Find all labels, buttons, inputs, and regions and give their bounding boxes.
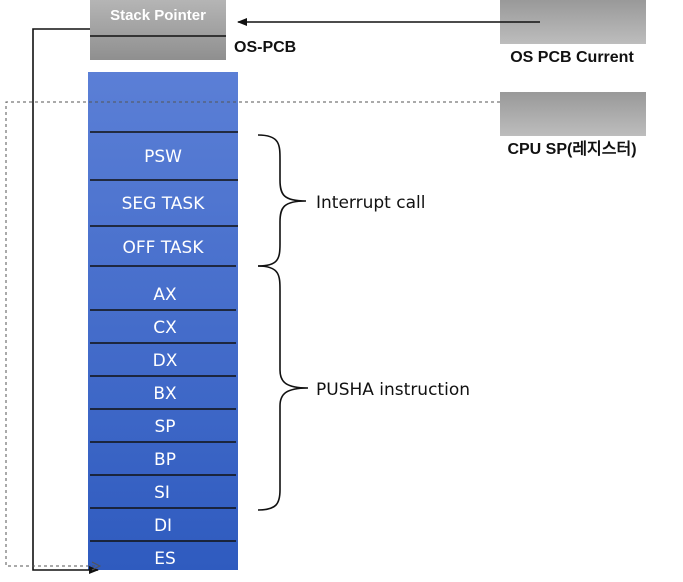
cpu-sp-box [500, 92, 646, 136]
stack-entry-sp: SP [154, 417, 175, 437]
pusha-instruction-label: PUSHA instruction [316, 380, 470, 400]
stack-entry-es: ES [154, 549, 176, 569]
stack-entry-di: DI [154, 516, 172, 536]
interrupt-call-brace [257, 134, 307, 267]
stack-entry-off-task: OFF TASK [123, 238, 205, 258]
stack-entry-ax: AX [153, 285, 177, 305]
stack-entry-seg-task: SEG TASK [122, 194, 206, 214]
pusha-instruction-brace [257, 265, 309, 511]
stack-entry-bp: BP [154, 450, 176, 470]
stack-entry-bx: BX [153, 384, 177, 404]
os-pcb-label: OS-PCB [234, 39, 296, 56]
stack-pointer-box: Stack Pointer [90, 0, 226, 60]
os-pcb-current-label: OS PCB Current [510, 49, 634, 66]
stack-entries: PSW SEG TASK OFF TASK AX CX DX BX SP BP … [122, 147, 206, 569]
stack-entry-psw: PSW [144, 147, 182, 167]
stack-entry-cx: CX [153, 318, 177, 338]
cpu-sp-arrowhead [91, 561, 102, 571]
cpu-sp-dashed-connector [5, 101, 500, 567]
stack-entry-dx: DX [153, 351, 178, 371]
stack-body [88, 72, 238, 570]
cpu-sp-label: CPU SP(레지스터) [507, 140, 636, 158]
stack-entry-si: SI [154, 483, 170, 503]
stack-pointer-arrow [32, 28, 99, 574]
interrupt-call-label: Interrupt call [316, 193, 425, 213]
stack-pointer-label: Stack Pointer [110, 7, 206, 24]
stack-dividers [90, 131, 238, 542]
